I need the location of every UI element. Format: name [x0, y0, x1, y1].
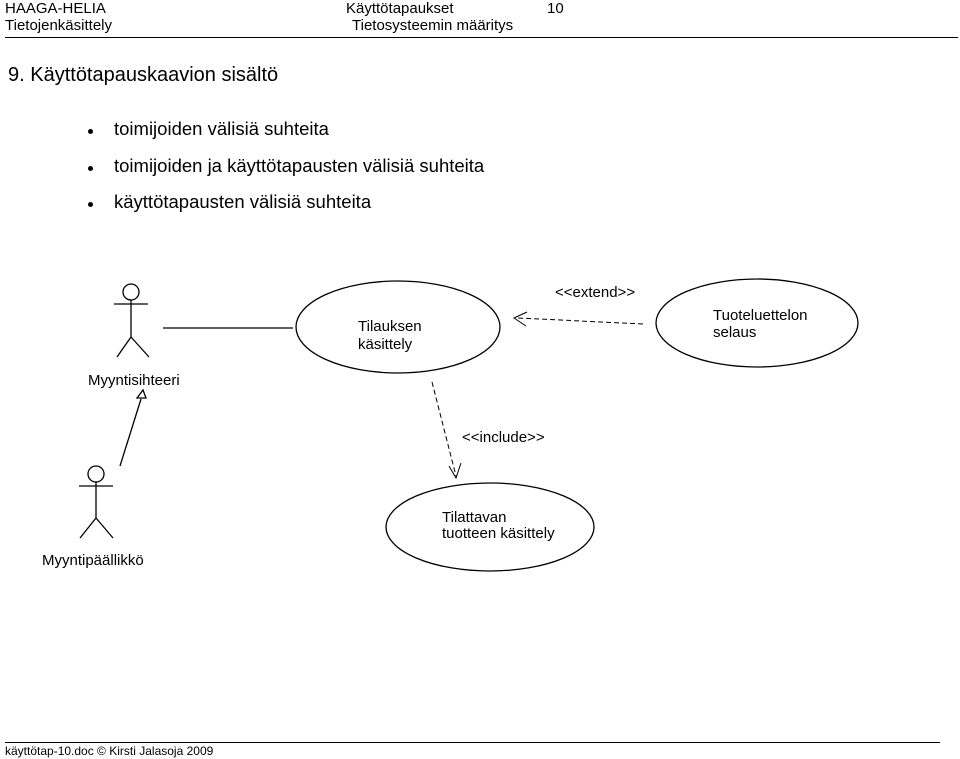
extend-dependency-arrow [512, 311, 644, 327]
actor-label-sales-manager: Myyntipäällikkö [42, 552, 144, 569]
use-case-label-order-handling-line1: Tilauksen [358, 318, 422, 335]
include-stereotype-label: <<include>> [462, 429, 545, 446]
bullet-item: käyttötapausten välisiä suhteita [86, 191, 484, 228]
header-department: Tietojenkäsittely [5, 17, 112, 34]
include-dependency-arrow [431, 381, 462, 480]
footer-rule [5, 742, 940, 743]
generalization-arrow [119, 388, 147, 467]
bullet-list: toimijoiden välisiä suhteita toimijoiden… [86, 118, 484, 228]
use-case-ordered-product [385, 482, 595, 572]
header-subject: Tietosysteemin määritys [352, 17, 514, 34]
use-case-order-handling [295, 280, 501, 374]
bullet-item: toimijoiden välisiä suhteita [86, 118, 484, 155]
use-case-label-order-handling-line2: käsittely [358, 336, 413, 353]
use-case-label-product-catalog-line1: Tuoteluettelon [713, 307, 808, 324]
use-case-label-ordered-product-line1: Tilattavan [442, 509, 507, 526]
actor-sales-secretary-figure [114, 283, 150, 358]
extend-stereotype-label: <<extend>> [555, 284, 636, 301]
footer-text: käyttötap-10.doc © Kirsti Jalasoja 2009 [5, 744, 214, 758]
use-case-label-ordered-product-line2: tuotteen käsittely [442, 525, 555, 542]
actor-label-sales-secretary: Myyntisihteeri [88, 372, 180, 389]
section-heading: 9. Käyttötapauskaavion sisältö [8, 64, 279, 86]
bullet-item: toimijoiden ja käyttötapausten välisiä s… [86, 155, 484, 192]
header-doc-title: Käyttötapaukset [346, 0, 454, 17]
use-case-label-product-catalog-line2: selaus [713, 324, 757, 341]
header-rule [5, 37, 958, 38]
use-case-product-catalog [655, 278, 859, 368]
header-page-number: 10 [547, 0, 564, 17]
header-org: HAAGA-HELIA [5, 0, 106, 17]
actor-sales-manager-figure [79, 465, 114, 539]
